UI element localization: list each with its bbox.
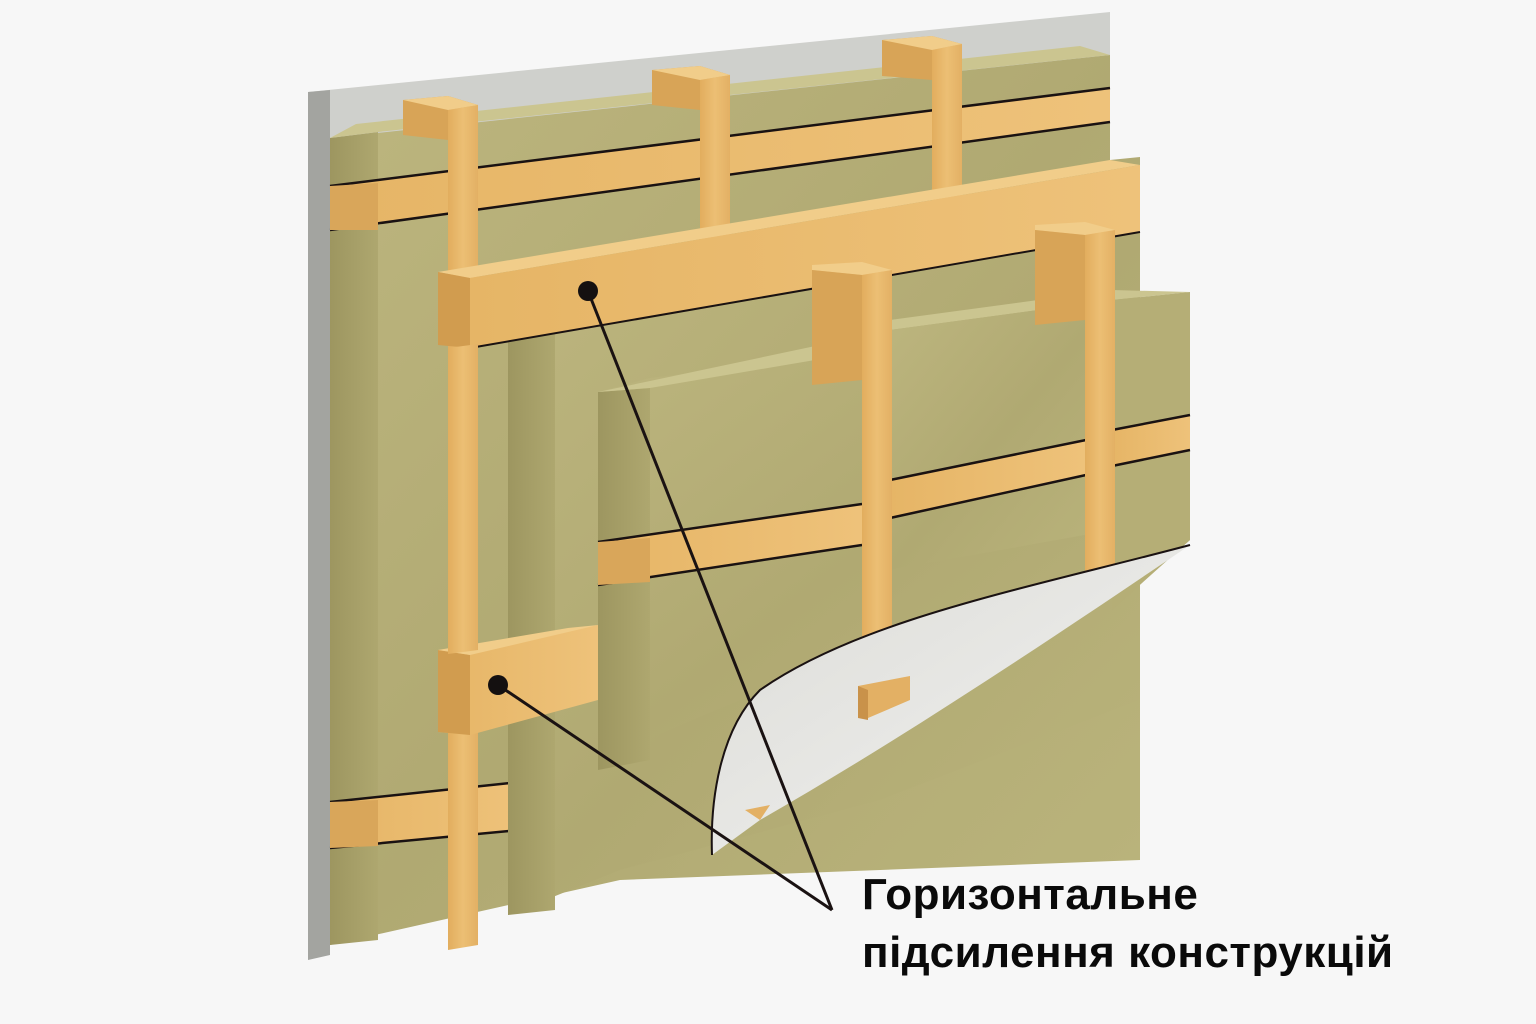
leader-line-upper (586, 290, 834, 911)
peeled-corner (710, 544, 1191, 856)
leader-line-lower (497, 683, 833, 912)
callout-dot-lower (488, 675, 508, 695)
caption: Горизонтальне підсилення конструкцій (862, 866, 1394, 982)
caption-line-2: підсилення конструкцій (862, 928, 1394, 977)
middle-vertical-stud (448, 344, 478, 950)
callout-leaders (488, 281, 834, 912)
caption-line-1: Горизонтальне (862, 870, 1199, 919)
upper-horizontal-batten (438, 160, 1141, 349)
callout-dot-upper (578, 281, 598, 301)
front-horizontal-battens (597, 413, 1191, 587)
front-vertical-studs (812, 222, 1115, 665)
